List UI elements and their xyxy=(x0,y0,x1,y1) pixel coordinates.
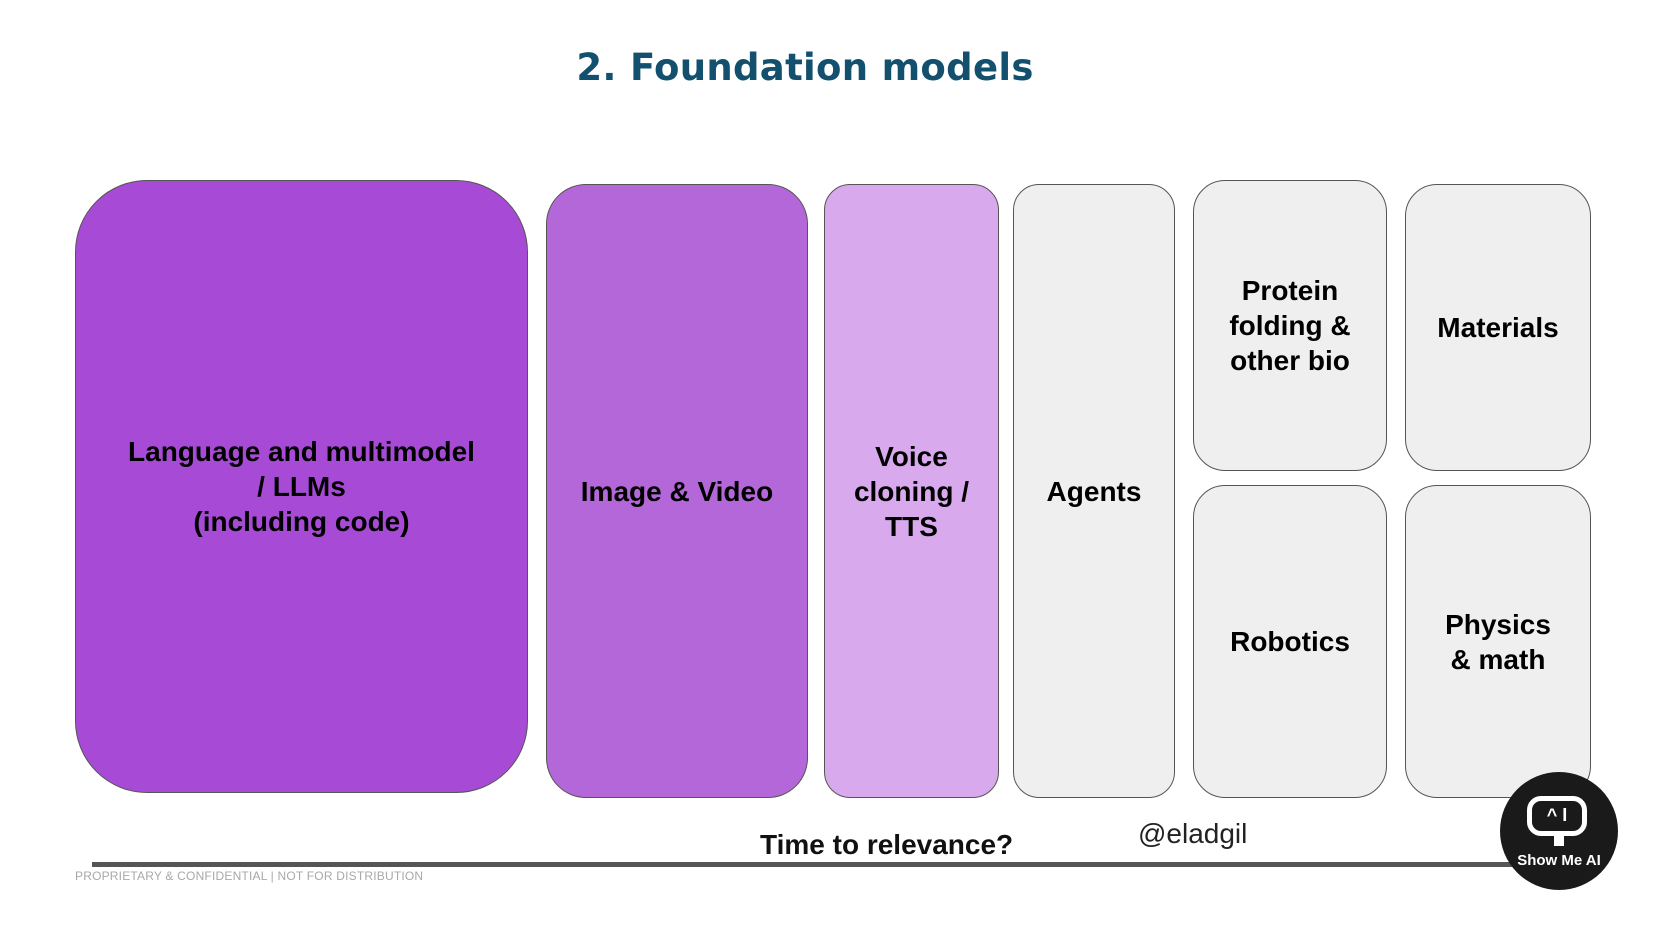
box-physics-math: Physics & math xyxy=(1405,485,1591,798)
monitor-stand-icon xyxy=(1554,836,1564,846)
author-handle: @eladgil xyxy=(1138,818,1248,849)
box-image-video: Image & Video xyxy=(546,184,808,798)
axis-label: Time to relevance? xyxy=(760,829,1014,860)
show-me-ai-badge: ^ I Show Me AI xyxy=(1500,772,1618,890)
robot-face-icon: ^ I xyxy=(1546,805,1568,825)
box-voice-tts: Voice cloning / TTS xyxy=(824,184,999,798)
box-protein-folding: Protein folding & other bio xyxy=(1193,180,1387,471)
box-agents: Agents xyxy=(1013,184,1175,798)
badge-label: Show Me AI xyxy=(1517,852,1601,869)
time-axis-arrow xyxy=(92,862,1534,867)
confidentiality-footer: PROPRIETARY & CONFIDENTIAL | NOT FOR DIS… xyxy=(75,869,424,883)
box-materials: Materials xyxy=(1405,184,1591,471)
slide-title: 2. Foundation models xyxy=(576,46,1034,89)
box-robotics: Robotics xyxy=(1193,485,1387,798)
monitor-robot-icon: ^ I xyxy=(1527,796,1587,836)
box-language-llms: Language and multimodel / LLMs (includin… xyxy=(75,180,528,793)
